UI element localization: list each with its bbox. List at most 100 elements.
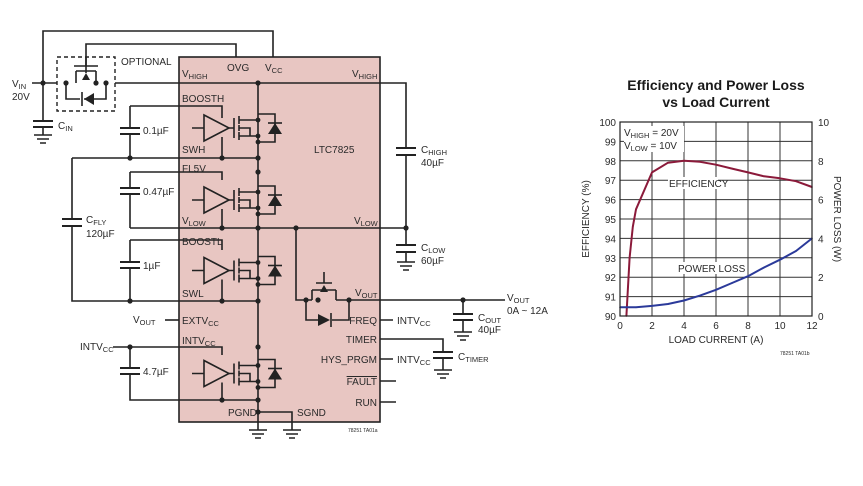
chart-series <box>619 159 813 317</box>
junction-dot <box>293 225 299 231</box>
junction-dot <box>255 169 261 175</box>
junction-dot <box>255 189 261 195</box>
power-loss-point <box>667 303 669 305</box>
cfly-value: 120µF <box>86 229 115 240</box>
pin-vlow-right: VLOW <box>354 216 379 228</box>
ground-icon <box>249 429 267 439</box>
driver-stage <box>192 185 282 228</box>
power-loss-point <box>747 275 749 278</box>
junction-dot <box>127 344 133 350</box>
optional-label: OPTIONAL <box>121 57 172 68</box>
junction-dot <box>255 282 261 287</box>
diode-icon <box>268 265 282 277</box>
y2-tick-label: 4 <box>818 234 824 245</box>
diode-icon <box>268 368 282 380</box>
efficiency-point <box>699 160 701 163</box>
x-tick-label: 6 <box>713 321 719 332</box>
extvcc-source-label: VOUT <box>133 315 156 327</box>
ground-icon <box>434 369 452 379</box>
junction-dot <box>255 211 261 217</box>
ctimer-label: CTIMER <box>458 352 489 364</box>
cfly-label: CFLY <box>86 215 106 227</box>
pin-vhigh-right: VHIGH <box>352 69 377 81</box>
junction-dot <box>255 379 261 384</box>
clow-value: 60µF <box>421 256 444 267</box>
y-tick-label: 96 <box>605 196 617 207</box>
x-tick-label: 8 <box>745 321 751 332</box>
junction-dot <box>255 397 261 403</box>
junction-dot <box>255 298 261 304</box>
x-tick-label: 0 <box>617 321 623 332</box>
junction-dot <box>255 80 261 86</box>
junction-dot <box>403 225 409 231</box>
y-tick-label: 98 <box>605 157 617 168</box>
efficiency-point <box>632 225 634 228</box>
efficiency-point <box>667 161 669 164</box>
y2-tick-label: 10 <box>818 118 830 129</box>
efficiency-series-label: EFFICIENCY <box>669 179 729 190</box>
x-axis-label: LOAD CURRENT (A) <box>669 335 764 346</box>
pin-run: RUN <box>355 398 377 409</box>
x-tick-label: 4 <box>681 321 687 332</box>
efficiency-point <box>747 171 749 174</box>
junction-dot <box>255 276 261 281</box>
y-tick-label: 92 <box>605 273 617 284</box>
ic-pin-labels: VHIGH OVG VCC VHIGH BOOSTH SWH LTC7825 F… <box>182 63 379 419</box>
intvcc-source-label: INTVCC <box>80 342 114 354</box>
pin-intvcc: INTVCC <box>182 336 216 348</box>
pin-vhigh-left: VHIGH <box>182 69 207 81</box>
efficiency-label-bg <box>668 177 718 189</box>
efficiency-point <box>779 177 781 180</box>
x-tick-label: 2 <box>649 321 655 332</box>
cout-label: COUT <box>478 313 501 325</box>
right-external-labels: CHIGH 40µF CLOW 60µF VOUT 0A ~ 12A COUT … <box>348 145 548 434</box>
output-range: 0A ~ 12A <box>507 306 548 317</box>
junction-dot <box>255 133 261 139</box>
junction-dot <box>255 205 261 211</box>
mosfet-icon <box>192 188 258 228</box>
junction-dot <box>127 298 133 304</box>
driver-stage <box>192 113 282 158</box>
power-loss-point <box>651 305 653 307</box>
junction-dots <box>40 80 466 415</box>
y2-tick-label: 0 <box>818 312 824 323</box>
x-tick-label: 10 <box>774 321 786 332</box>
ground-icon <box>397 261 415 271</box>
mosfet-icon <box>192 361 258 400</box>
junction-dot <box>255 385 261 390</box>
junction-dot <box>255 344 261 350</box>
junction-dot <box>255 260 261 265</box>
junction-dot <box>315 297 321 303</box>
junction-dot <box>346 297 352 303</box>
y-tick-label: 99 <box>605 137 617 148</box>
pin-timer: TIMER <box>346 335 377 346</box>
vin-value: 20V <box>12 92 30 103</box>
y-tick-label: 97 <box>605 176 617 187</box>
external-labels: VIN 20V CIN 0.1µF 0.47µF CFLY 120µF 1µF … <box>12 79 174 378</box>
diode-icon <box>268 123 282 134</box>
junction-dot <box>40 80 46 86</box>
schematic-figure-id: 78251 TA01a <box>348 428 378 434</box>
mosfet-icon <box>192 258 258 301</box>
gate-drivers <box>192 113 282 400</box>
hys-intvcc-label: INTVCC <box>397 355 431 367</box>
power-loss-point <box>779 258 781 261</box>
power-loss-point <box>715 289 717 291</box>
vin-label: VIN <box>12 79 26 91</box>
freq-intvcc-label: INTVCC <box>397 316 431 328</box>
condition-vhigh: VHIGH = 20V <box>624 128 679 140</box>
clow-label: CLOW <box>421 243 446 255</box>
pin-boostl: BOOSTL <box>182 237 223 248</box>
pin-sgnd: SGND <box>297 408 326 419</box>
junction-dot <box>255 155 261 161</box>
driver-stage <box>192 358 282 400</box>
capacitor-plates <box>33 120 473 375</box>
cap-intvcc-value: 4.7µF <box>143 367 169 378</box>
efficiency-chart: Efficiency and Power Loss vs Load Curren… <box>581 77 842 357</box>
y-axis-label: EFFICIENCY (%) <box>581 180 592 258</box>
pin-boosth: BOOSTH <box>182 94 224 105</box>
cin-label: CIN <box>58 121 73 133</box>
